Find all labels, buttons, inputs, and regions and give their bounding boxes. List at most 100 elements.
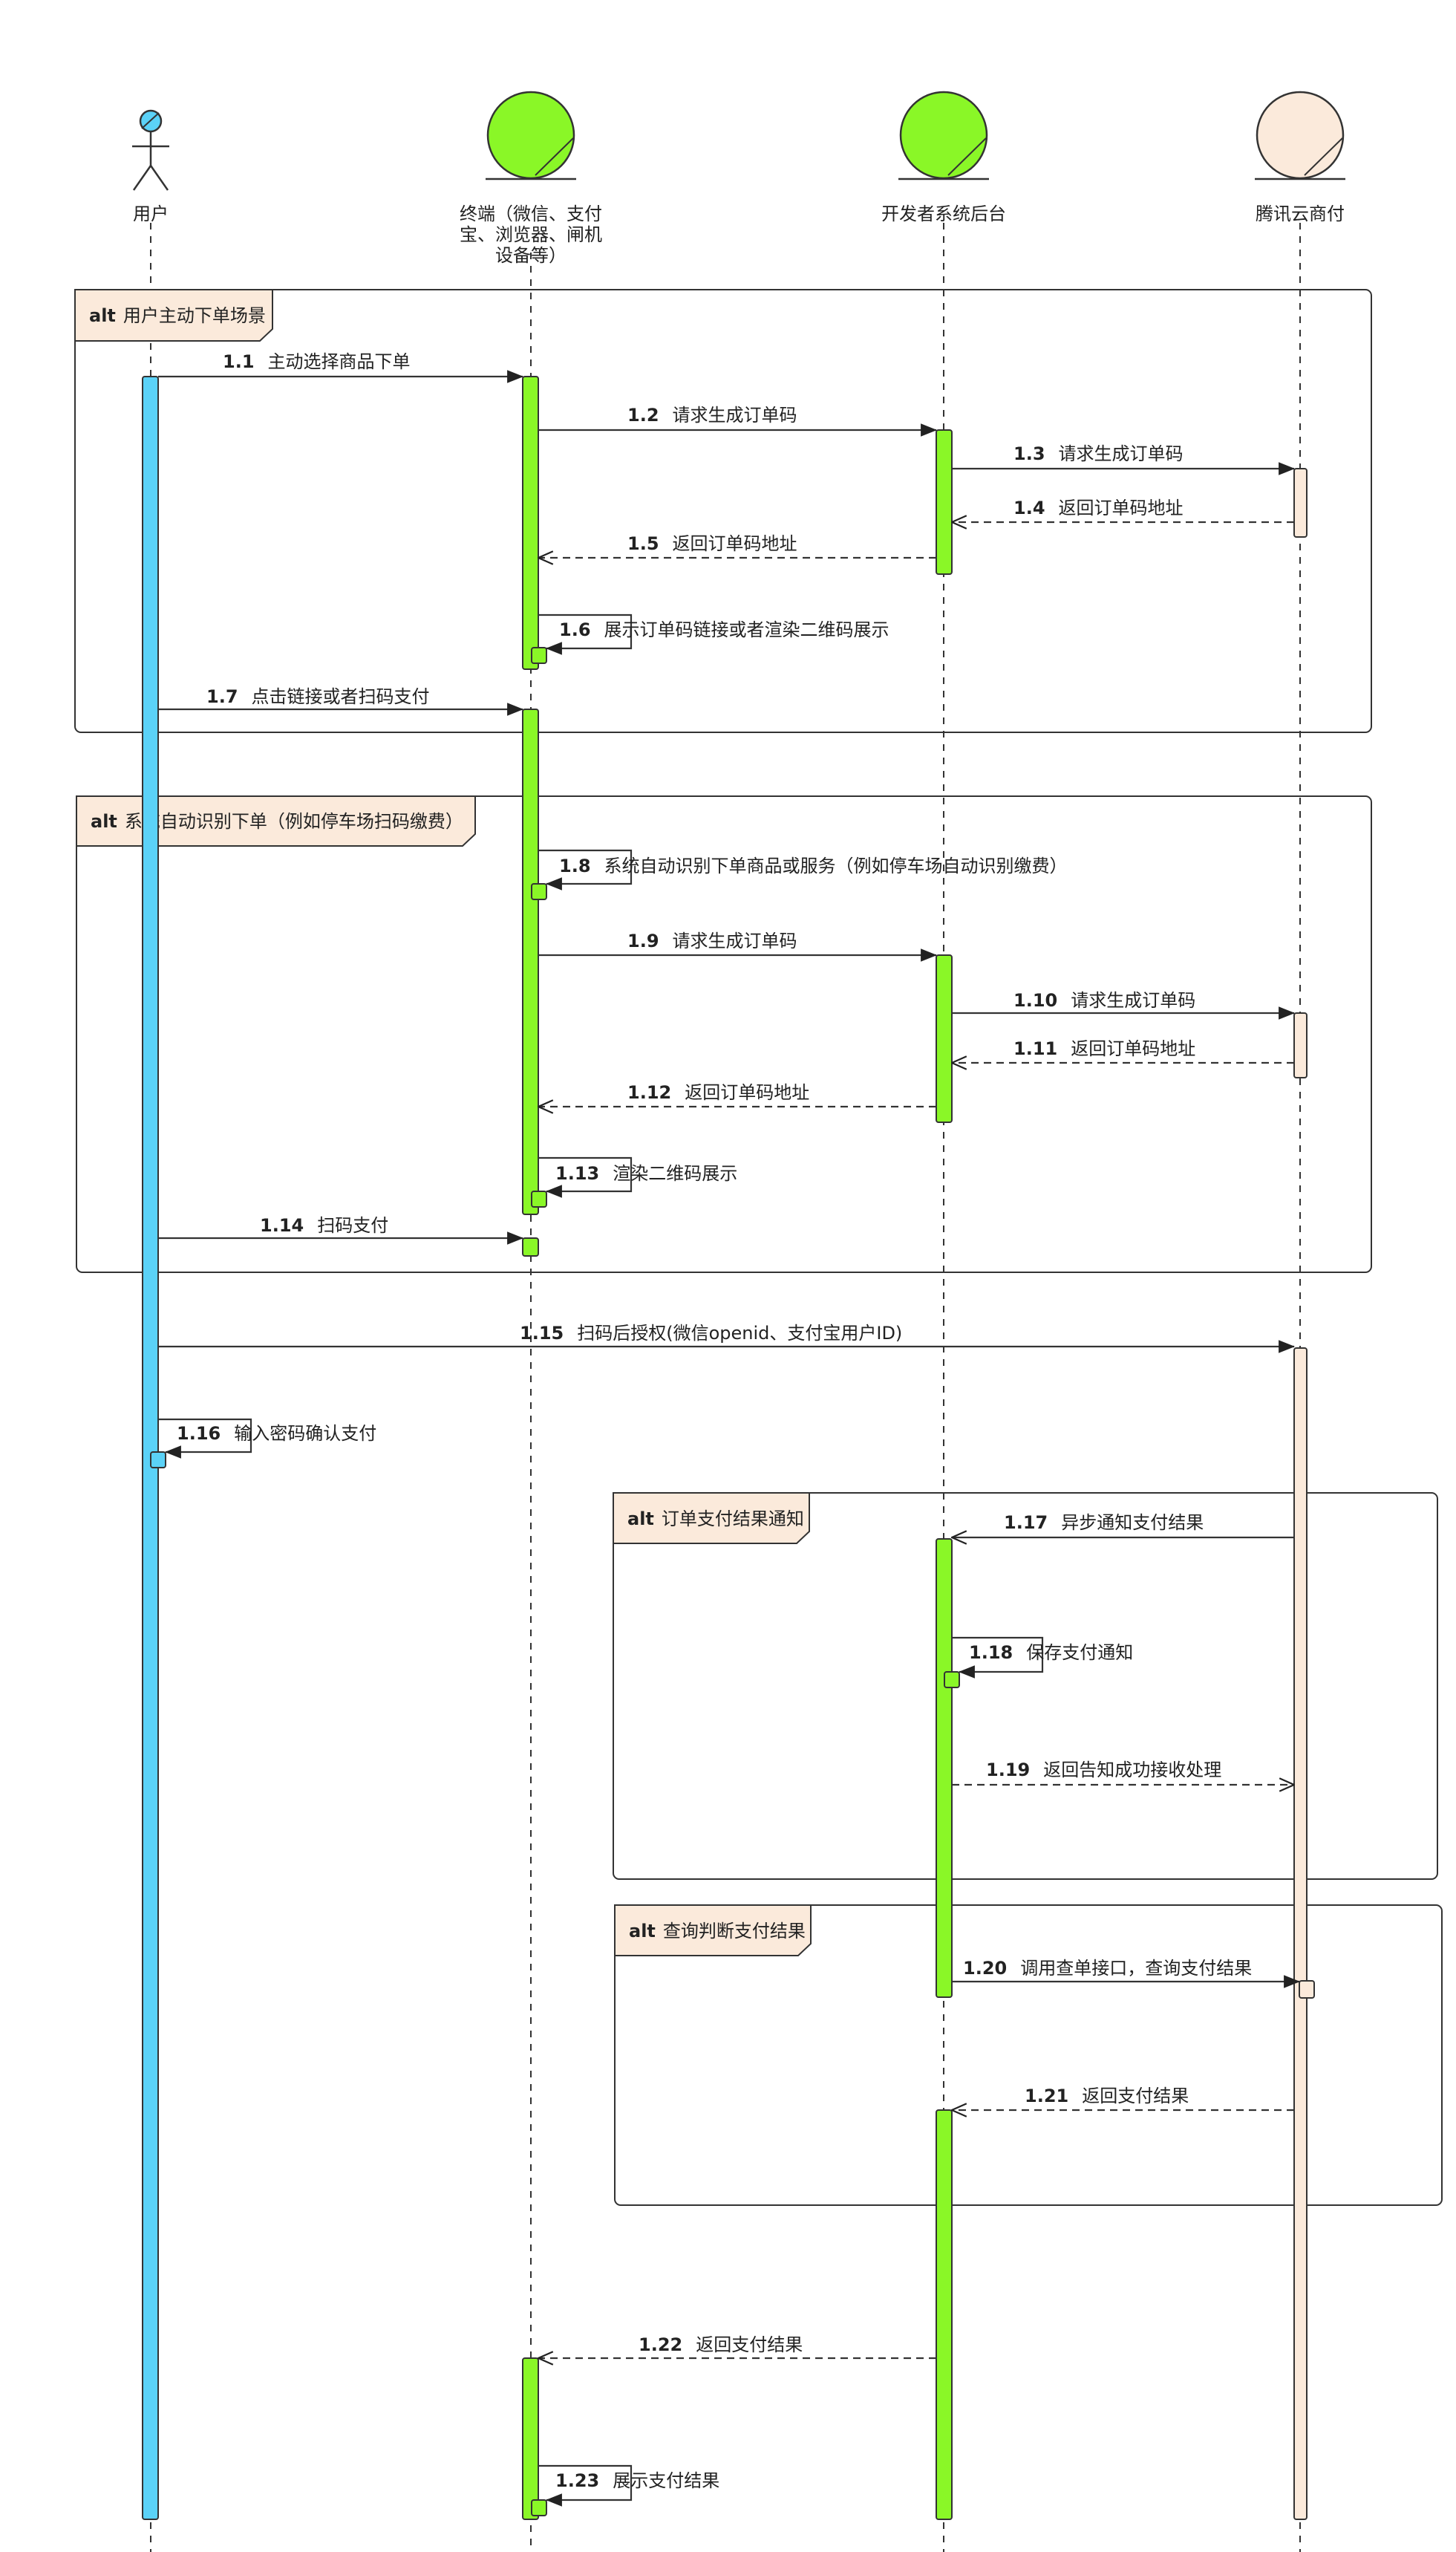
message-number: 1.1 (223, 351, 255, 372)
message-text: 系统自动识别下单商品或服务（例如停车场自动识别缴费） (604, 856, 1068, 876)
message-text: 渲染二维码展示 (613, 1163, 737, 1184)
participant-label-terminal: 终端（微信、支付宝、浏览器、闸机设备等） (460, 204, 602, 266)
terminal-self-call-bar (531, 1191, 547, 1208)
fragment-tab-3 (613, 1492, 810, 1544)
message-number: 1.8 (559, 856, 591, 876)
merchant-activation-bar (1293, 468, 1308, 538)
message-text: 请求生成订单码 (1071, 990, 1195, 1011)
message-number: 1.9 (627, 931, 659, 951)
message-number: 1.5 (627, 533, 659, 554)
message: 1.19 返回告知成功接收处理 (952, 1760, 1294, 1785)
message-label: 1.8 系统自动识别下单商品或服务（例如停车场自动识别缴费） (559, 856, 1068, 876)
terminal-activation-bar (522, 709, 539, 1215)
message-arrow (538, 613, 633, 655)
terminal-activation-bar (522, 2357, 539, 2520)
message-text: 调用查单接口，查询支付结果 (1020, 1958, 1252, 1979)
message-number: 1.4 (1013, 498, 1045, 518)
merchant-entity-icon (1255, 91, 1345, 180)
message-number: 1.10 (1013, 990, 1057, 1011)
message-arrow (538, 2464, 633, 2507)
message-text: 返回支付结果 (696, 2334, 803, 2355)
message-number: 1.13 (555, 1163, 599, 1184)
message: 1.5 返回订单码地址 (538, 533, 936, 558)
fragment-tab-4 (614, 1904, 812, 1956)
message-number: 1.3 (1013, 443, 1045, 464)
message-label: 1.10 请求生成订单码 (1013, 990, 1195, 1011)
backend-activation-bar (936, 429, 953, 575)
message: 1.14 扫码支付 (158, 1215, 524, 1245)
message: 1.20 调用查单接口，查询支付结果 (952, 1958, 1301, 1988)
message-number: 1.11 (1013, 1038, 1057, 1059)
message-arrow (952, 1636, 1044, 1679)
message: 1.8 系统自动识别下单商品或服务（例如停车场自动识别缴费） (538, 849, 1068, 891)
merchant-activation-bar (1299, 1980, 1315, 1999)
message-arrow (158, 1418, 252, 1459)
message-number: 1.7 (206, 686, 238, 707)
fragment-keyword: alt (629, 1921, 656, 1941)
message-label: 1.17 异步通知支付结果 (1004, 1512, 1204, 1533)
backend-self-call-bar (944, 1671, 960, 1688)
message-label: 1.14 扫码支付 (260, 1215, 388, 1236)
backend-activation-bar (936, 2109, 953, 2520)
participant-label-merchant: 腾讯云商付 (1256, 204, 1345, 224)
message-number: 1.21 (1025, 2086, 1068, 2106)
terminal-self-call-bar (531, 647, 547, 664)
terminal-self-call-bar (531, 883, 547, 900)
message-number: 1.12 (627, 1082, 671, 1103)
message-number: 1.19 (986, 1760, 1030, 1780)
message-label: 1.23 展示支付结果 (555, 2470, 719, 2491)
fragment-tab-1 (74, 289, 273, 342)
participant-label-backend: 开发者系统后台 (881, 204, 1006, 224)
merchant-activation-bar (1293, 1347, 1308, 2520)
fragment-keyword: alt (627, 1508, 654, 1529)
message-text: 返回支付结果 (1082, 2086, 1189, 2106)
message-label: 1.20 调用查单接口，查询支付结果 (963, 1958, 1252, 1979)
fragment-frame-4 (614, 1904, 1443, 2206)
message-number: 1.14 (260, 1215, 304, 1236)
fragment-frame-2 (76, 795, 1372, 1273)
fragment-keyword: alt (91, 811, 117, 832)
fragment-tab-2 (76, 795, 476, 847)
backend-entity-icon (898, 91, 989, 180)
message-number: 1.17 (1004, 1512, 1048, 1533)
message-text: 扫码支付 (317, 1215, 388, 1236)
participant-label-user: 用户 (133, 204, 169, 224)
message-number: 1.23 (555, 2470, 599, 2491)
message-text: 扫码后授权(微信openid、支付宝用户ID) (577, 1323, 902, 1344)
message-label: 1.21 返回支付结果 (1025, 2086, 1189, 2106)
message: 1.21 返回支付结果 (952, 2086, 1294, 2110)
message-text: 保存支付通知 (1026, 1642, 1133, 1663)
message-text: 返回订单码地址 (673, 533, 797, 554)
message-text: 异步通知支付结果 (1061, 1512, 1204, 1533)
message-label: 1.5 返回订单码地址 (627, 533, 797, 554)
message-arrow (538, 849, 633, 891)
message-text: 输入密码确认支付 (234, 1423, 376, 1444)
message-text: 返回告知成功接收处理 (1043, 1760, 1221, 1780)
terminal-activation-bar (522, 1237, 539, 1257)
message-text: 展示支付结果 (613, 2470, 719, 2491)
message-number: 1.20 (963, 1958, 1007, 1979)
merchant-activation-bar (1293, 1012, 1308, 1078)
message-arrow (538, 1156, 633, 1198)
